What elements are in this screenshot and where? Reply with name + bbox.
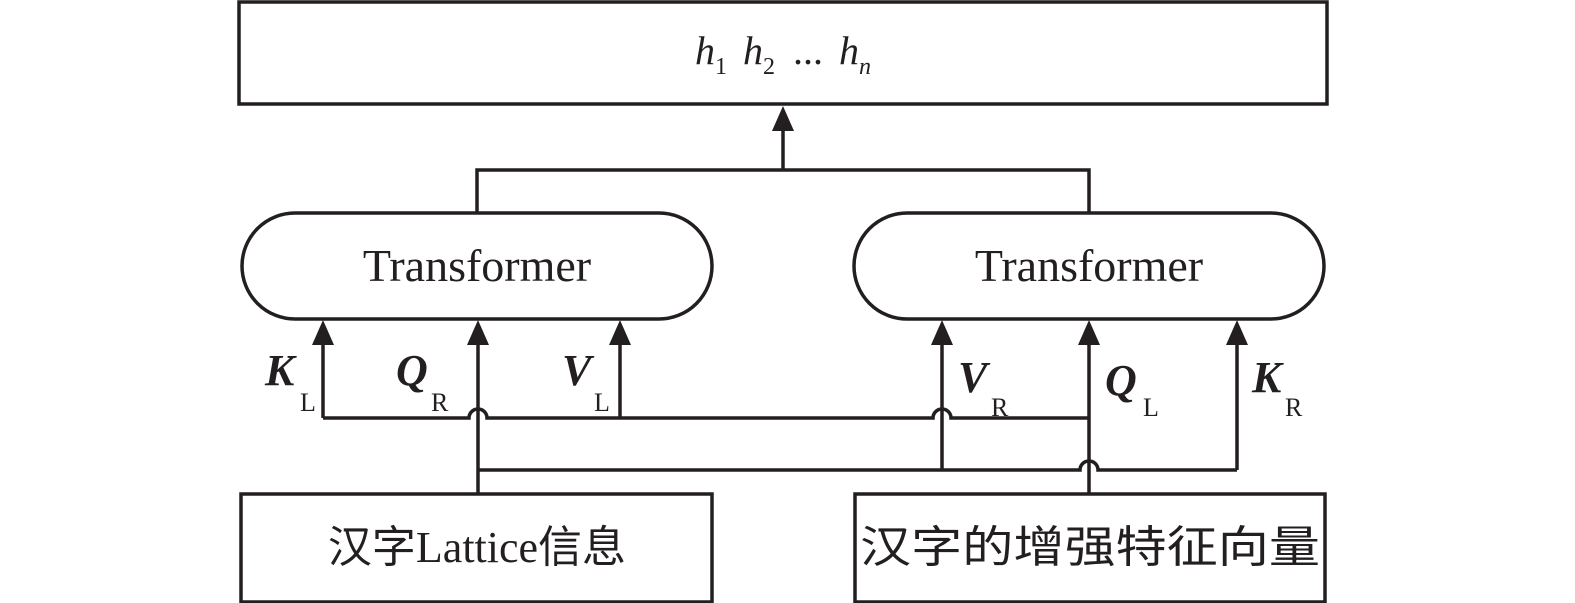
merge-connector (475, 106, 1091, 213)
v-left-sub: L (594, 388, 610, 417)
input-lattice-label: 汉字Lattice信息 (328, 523, 626, 572)
input-enhanced: 汉字的增强特征向量 (853, 492, 1327, 603)
k-left-sub: L (300, 388, 316, 417)
k-right-arrow-head (1226, 320, 1248, 345)
input-lattice-frame (239, 492, 714, 603)
output-box: h1 h2 ... hn (237, 0, 1329, 106)
left-inputs: K L Q R V L (264, 320, 631, 418)
output-symbol-2: h (743, 28, 763, 73)
k-left-label: K (264, 346, 297, 395)
v-left-label: V (562, 346, 595, 395)
bus-lattice-info (476, 343, 1237, 493)
v-right-arrow-head (931, 320, 953, 345)
q-left-label: Q (1105, 356, 1137, 405)
v-right-label: V (958, 353, 991, 402)
v-left-arrow-head (609, 320, 631, 345)
q-left-arrow-head (1078, 320, 1100, 345)
bus-lower-line (478, 459, 1237, 472)
k-right-sub: R (1285, 393, 1303, 422)
input-lattice: 汉字Lattice信息 (239, 492, 714, 603)
k-right-label: K (1251, 353, 1284, 402)
output-box-frame (237, 0, 1329, 106)
right-inputs: V R Q L K R (931, 320, 1303, 470)
bus-enhanced-features (323, 407, 1091, 493)
output-ellipsis: ... (793, 28, 823, 73)
output-arrow-head (772, 106, 794, 131)
transformer-right: Transformer (852, 211, 1326, 321)
bus-upper-line (323, 407, 1089, 420)
input-enhanced-label: 汉字的增强特征向量 (860, 523, 1320, 572)
output-symbol-2-sub: 2 (763, 54, 775, 80)
transformer-right-frame (852, 211, 1326, 321)
input-enhanced-frame (853, 492, 1327, 603)
output-sequence-label: h1 h2 ... hn (695, 28, 871, 83)
transformer-left-label: Transformer (363, 240, 591, 291)
q-right-sub: R (431, 388, 449, 417)
transformer-left: Transformer (240, 211, 714, 321)
q-left-sub: L (1143, 393, 1159, 422)
transformer-left-frame (240, 211, 714, 321)
q-right-arrow-head (467, 320, 489, 345)
transformer-right-label: Transformer (975, 240, 1203, 291)
output-symbol-1: h (695, 28, 715, 73)
k-left-arrow-head (312, 320, 334, 345)
output-symbol-1-sub: 1 (715, 54, 727, 80)
output-symbol-n: h (839, 28, 859, 73)
output-symbol-n-sub: n (859, 54, 871, 80)
merge-line (475, 168, 1091, 213)
v-right-sub: R (991, 393, 1009, 422)
q-right-label: Q (396, 346, 428, 395)
